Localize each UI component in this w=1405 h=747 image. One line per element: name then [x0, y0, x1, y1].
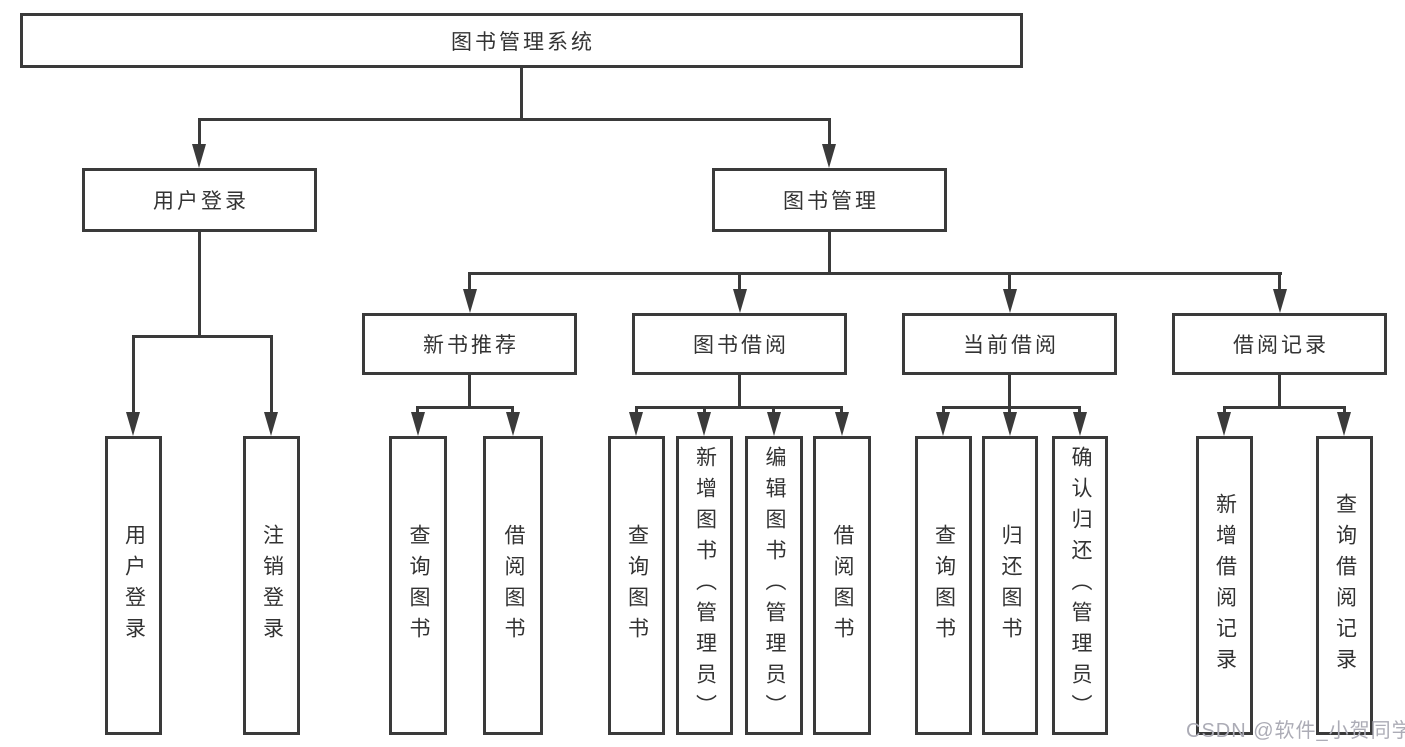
- node-new-book-recommend: 新书推荐: [362, 313, 577, 375]
- leaf-label: 查询图书: [625, 523, 649, 648]
- node-leaf-query-books-recommend: 查询图书: [389, 436, 447, 735]
- arrow-down-icon: [936, 412, 950, 436]
- arrow-down-icon: [264, 412, 278, 436]
- connector-line: [738, 272, 741, 292]
- connector-line: [1078, 406, 1081, 414]
- node-leaf-user-login: 用户登录: [105, 436, 162, 735]
- arrow-down-icon: [463, 289, 477, 313]
- node-leaf-edit-books-admin: 编辑图书（管理员）: [745, 436, 803, 735]
- arrow-down-icon: [1217, 412, 1231, 436]
- connector-line: [132, 335, 135, 415]
- connector-line: [468, 375, 471, 409]
- connector-line: [828, 232, 831, 275]
- arrow-down-icon: [629, 412, 643, 436]
- leaf-label: 查询图书: [932, 523, 956, 648]
- node-leaf-query-books-borrowing: 查询图书: [608, 436, 665, 735]
- node-leaf-return-books: 归还图书: [982, 436, 1038, 735]
- node-leaf-logout: 注销登录: [243, 436, 300, 735]
- node-leaf-add-books-admin: 新增图书（管理员）: [676, 436, 733, 735]
- leaf-label: 用户登录: [122, 523, 146, 648]
- arrow-down-icon: [1337, 412, 1351, 436]
- node-book-management: 图书管理: [712, 168, 947, 232]
- node-book-borrowing: 图书借阅: [632, 313, 847, 375]
- connector-line: [198, 232, 201, 338]
- connector-line: [1343, 406, 1346, 414]
- arrow-down-icon: [1003, 412, 1017, 436]
- node-leaf-query-borrow-record: 查询借阅记录: [1316, 436, 1373, 735]
- arrow-down-icon: [506, 412, 520, 436]
- connector-line: [468, 272, 471, 292]
- connector-line: [1008, 272, 1011, 292]
- arrow-down-icon: [192, 144, 206, 168]
- connector-line: [828, 118, 831, 147]
- arrow-down-icon: [767, 412, 781, 436]
- leaf-label: 借阅图书: [502, 523, 525, 648]
- connector-line: [132, 335, 273, 338]
- arrow-down-icon: [835, 412, 849, 436]
- connector-line: [738, 375, 741, 409]
- connector-line: [772, 406, 775, 414]
- node-leaf-add-borrow-record: 新增借阅记录: [1196, 436, 1253, 735]
- arrow-down-icon: [697, 412, 711, 436]
- connector-line: [511, 406, 514, 414]
- arrow-down-icon: [1003, 289, 1017, 313]
- connector-line: [1223, 406, 1346, 409]
- arrow-down-icon: [733, 289, 747, 313]
- node-leaf-query-books-current: 查询图书: [915, 436, 972, 735]
- arrow-down-icon: [1273, 289, 1287, 313]
- connector-line: [635, 406, 638, 414]
- connector-line: [840, 406, 843, 414]
- leaf-label: 归还图书: [999, 523, 1022, 648]
- connector-line: [1278, 272, 1281, 292]
- connector-line: [703, 406, 706, 414]
- leaf-label: 新增图书（管理员）: [693, 446, 717, 725]
- connector-line: [416, 406, 514, 409]
- connector-line: [468, 272, 1282, 275]
- node-borrowing-records: 借阅记录: [1172, 313, 1387, 375]
- connector-line: [1008, 375, 1011, 409]
- connector-line: [1278, 375, 1281, 409]
- leaf-label: 确认归还（管理员）: [1069, 446, 1092, 725]
- connector-line: [198, 118, 201, 147]
- connector-line: [270, 335, 273, 415]
- connector-line: [942, 406, 945, 414]
- node-current-borrowing: 当前借阅: [902, 313, 1117, 375]
- leaf-label: 新增借阅记录: [1213, 492, 1237, 679]
- connector-line: [416, 406, 419, 414]
- leaf-label: 注销登录: [260, 523, 284, 648]
- leaf-label: 编辑图书（管理员）: [763, 446, 786, 725]
- csdn-watermark: CSDN @软件_小贺同学: [1186, 720, 1405, 742]
- leaf-label: 借阅图书: [831, 523, 854, 648]
- node-system-root: 图书管理系统: [20, 13, 1023, 68]
- connector-line: [198, 118, 831, 121]
- node-leaf-confirm-return-admin: 确认归还（管理员）: [1052, 436, 1108, 735]
- arrow-down-icon: [126, 412, 140, 436]
- node-user-login: 用户登录: [82, 168, 317, 232]
- node-leaf-borrow-books: 借阅图书: [813, 436, 871, 735]
- connector-line: [520, 68, 523, 118]
- leaf-label: 查询借阅记录: [1333, 492, 1357, 679]
- connector-line: [635, 406, 842, 409]
- connector-line: [1008, 406, 1011, 414]
- connector-line: [1223, 406, 1226, 414]
- node-leaf-borrow-books-recommend: 借阅图书: [483, 436, 543, 735]
- connector-line: [942, 406, 1081, 409]
- arrow-down-icon: [822, 144, 836, 168]
- arrow-down-icon: [1073, 412, 1087, 436]
- leaf-label: 查询图书: [407, 523, 430, 648]
- arrow-down-icon: [411, 412, 425, 436]
